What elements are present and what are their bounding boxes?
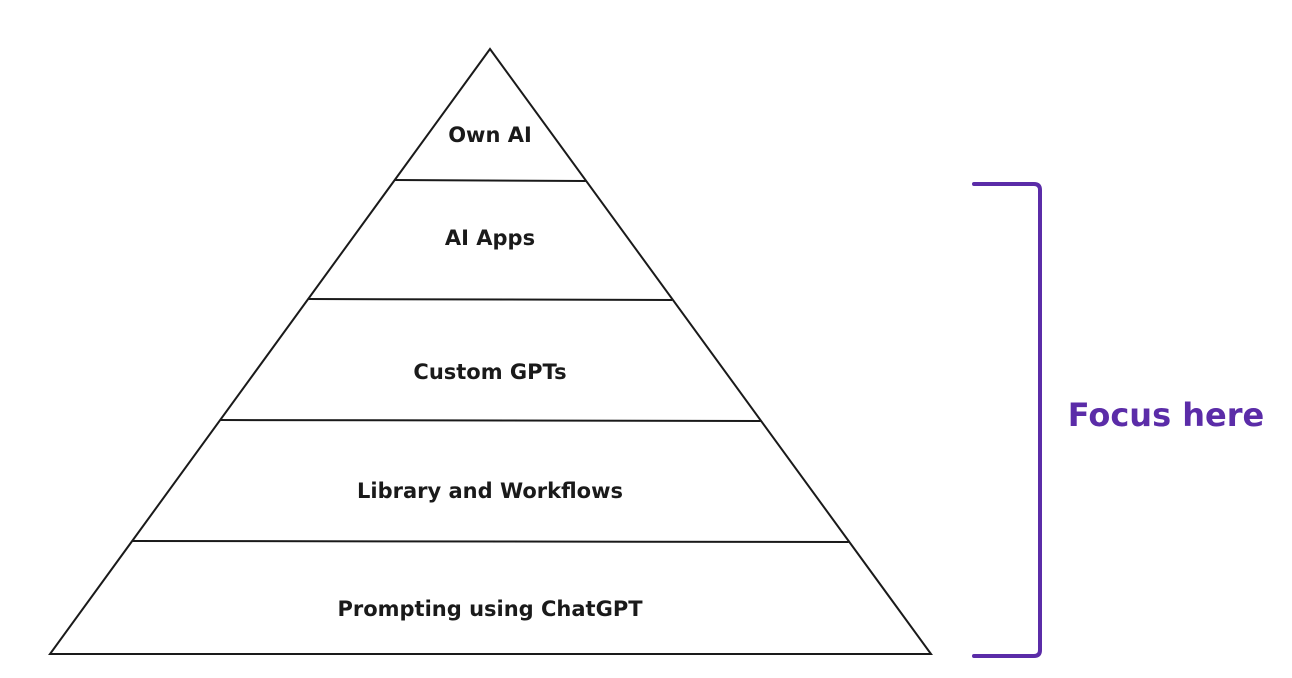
level-divider-1 (394, 179, 586, 182)
level-label-custom-gpts: Custom GPTs (413, 360, 566, 384)
focus-bracket (972, 182, 1042, 658)
level-divider-2 (308, 298, 673, 301)
level-divider-4 (132, 540, 849, 543)
level-label-prompting-chatgpt: Prompting using ChatGPT (337, 597, 643, 621)
level-labels: Own AI AI Apps Custom GPTs Library and W… (337, 123, 643, 621)
level-label-ai-apps: AI Apps (445, 226, 535, 250)
level-label-library-workflows: Library and Workflows (357, 479, 623, 503)
level-dividers (132, 179, 849, 543)
focus-label: Focus here (1068, 396, 1264, 434)
pyramid-outline (48, 47, 933, 655)
level-divider-3 (220, 419, 761, 422)
level-label-own-ai: Own AI (448, 123, 532, 147)
